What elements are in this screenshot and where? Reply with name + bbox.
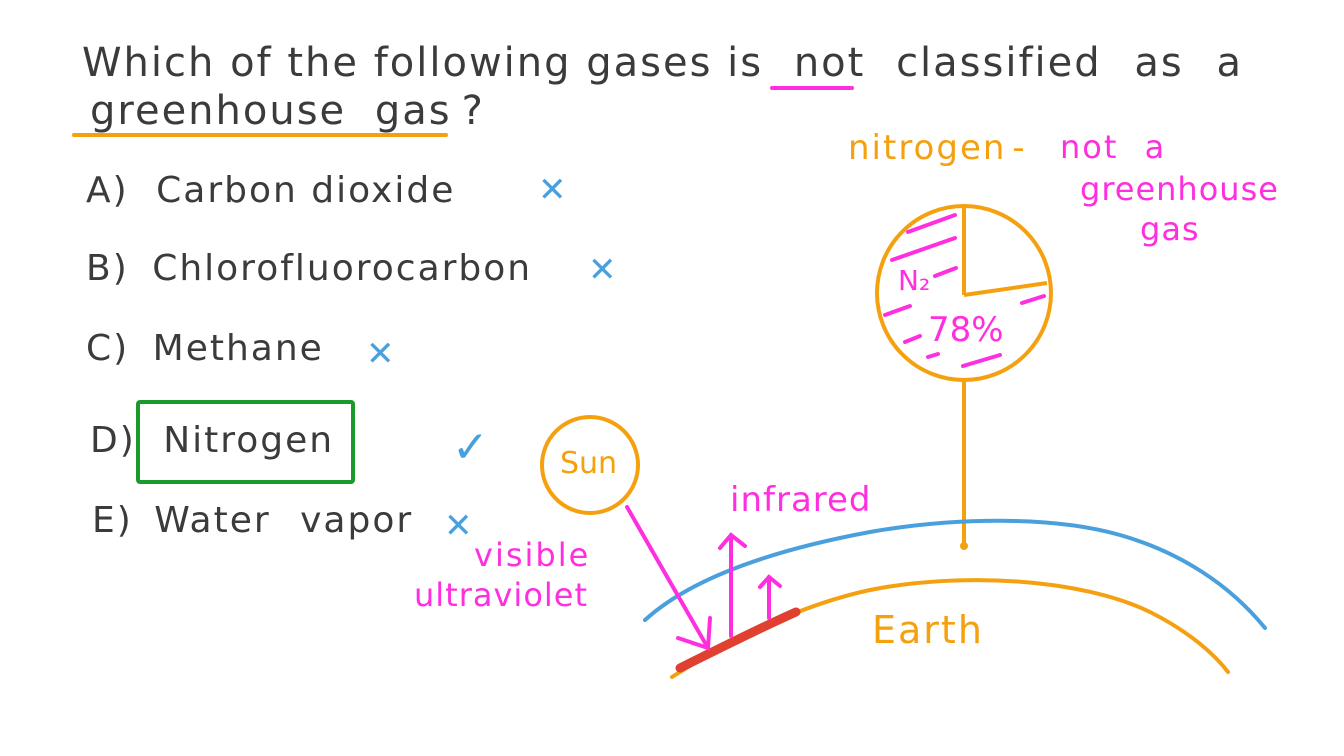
option-text: Carbon dioxide xyxy=(156,170,456,211)
question-suffix: classified as a xyxy=(896,40,1243,86)
cross-icon: ✕ xyxy=(444,506,473,546)
sun-label: Sun xyxy=(560,446,618,481)
option-text: Water vapor xyxy=(154,500,414,541)
pie-percent-label: 78% xyxy=(928,310,1004,350)
question-line-1: Which of the following gases is not clas… xyxy=(82,40,1243,86)
infrared-label: infrared xyxy=(730,480,872,520)
pie-chart xyxy=(875,204,1053,550)
option-text: Chlorofluorocarbon xyxy=(152,248,533,289)
question-line-2: greenhouse gas? xyxy=(90,88,485,134)
ultraviolet-label: ultraviolet xyxy=(414,576,589,614)
nitrogen-label: nitrogen xyxy=(848,128,1007,168)
cross-icon: ✕ xyxy=(588,250,617,290)
option-b[interactable]: B) Chlorofluorocarbon xyxy=(86,248,532,289)
not-a-label: not a xyxy=(1060,128,1167,166)
option-letter: B) xyxy=(86,248,129,289)
sun-circle xyxy=(540,415,640,515)
option-text: Nitrogen xyxy=(163,420,335,461)
option-e[interactable]: E) Water vapor xyxy=(92,500,413,541)
infrared-arrows xyxy=(718,532,782,638)
option-a[interactable]: A) Carbon dioxide xyxy=(86,170,455,211)
pie-n2-label: N₂ xyxy=(898,264,931,297)
question-greenhouse-gas: greenhouse gas xyxy=(90,88,452,134)
cross-icon: ✕ xyxy=(366,334,395,374)
question-emphasis-not: not xyxy=(793,40,866,86)
option-letter: A) xyxy=(86,170,129,211)
heated-surface xyxy=(675,607,801,673)
gas-label: gas xyxy=(1140,210,1200,248)
option-c[interactable]: C) Methane xyxy=(86,328,324,369)
question-prefix: Which of the following gases is xyxy=(82,40,764,86)
nitrogen-title: nitrogen- xyxy=(848,128,1027,168)
option-letter: E) xyxy=(92,500,133,541)
greenhouse-label: greenhouse xyxy=(1080,170,1279,208)
visible-label: visible xyxy=(474,536,591,574)
answer-box xyxy=(136,400,355,484)
option-d[interactable]: D) Nitrogen xyxy=(90,420,334,461)
question-mark: ? xyxy=(461,88,485,134)
option-text: Methane xyxy=(152,328,324,369)
incoming-ray-arrow xyxy=(625,505,712,651)
option-letter: C) xyxy=(86,328,130,369)
atmosphere-line xyxy=(643,518,1267,630)
cross-icon: ✕ xyxy=(538,170,567,210)
check-icon: ✓ xyxy=(452,422,489,473)
option-letter: D) xyxy=(90,420,136,461)
title-dash: - xyxy=(1012,128,1027,168)
earth-label: Earth xyxy=(872,608,984,652)
